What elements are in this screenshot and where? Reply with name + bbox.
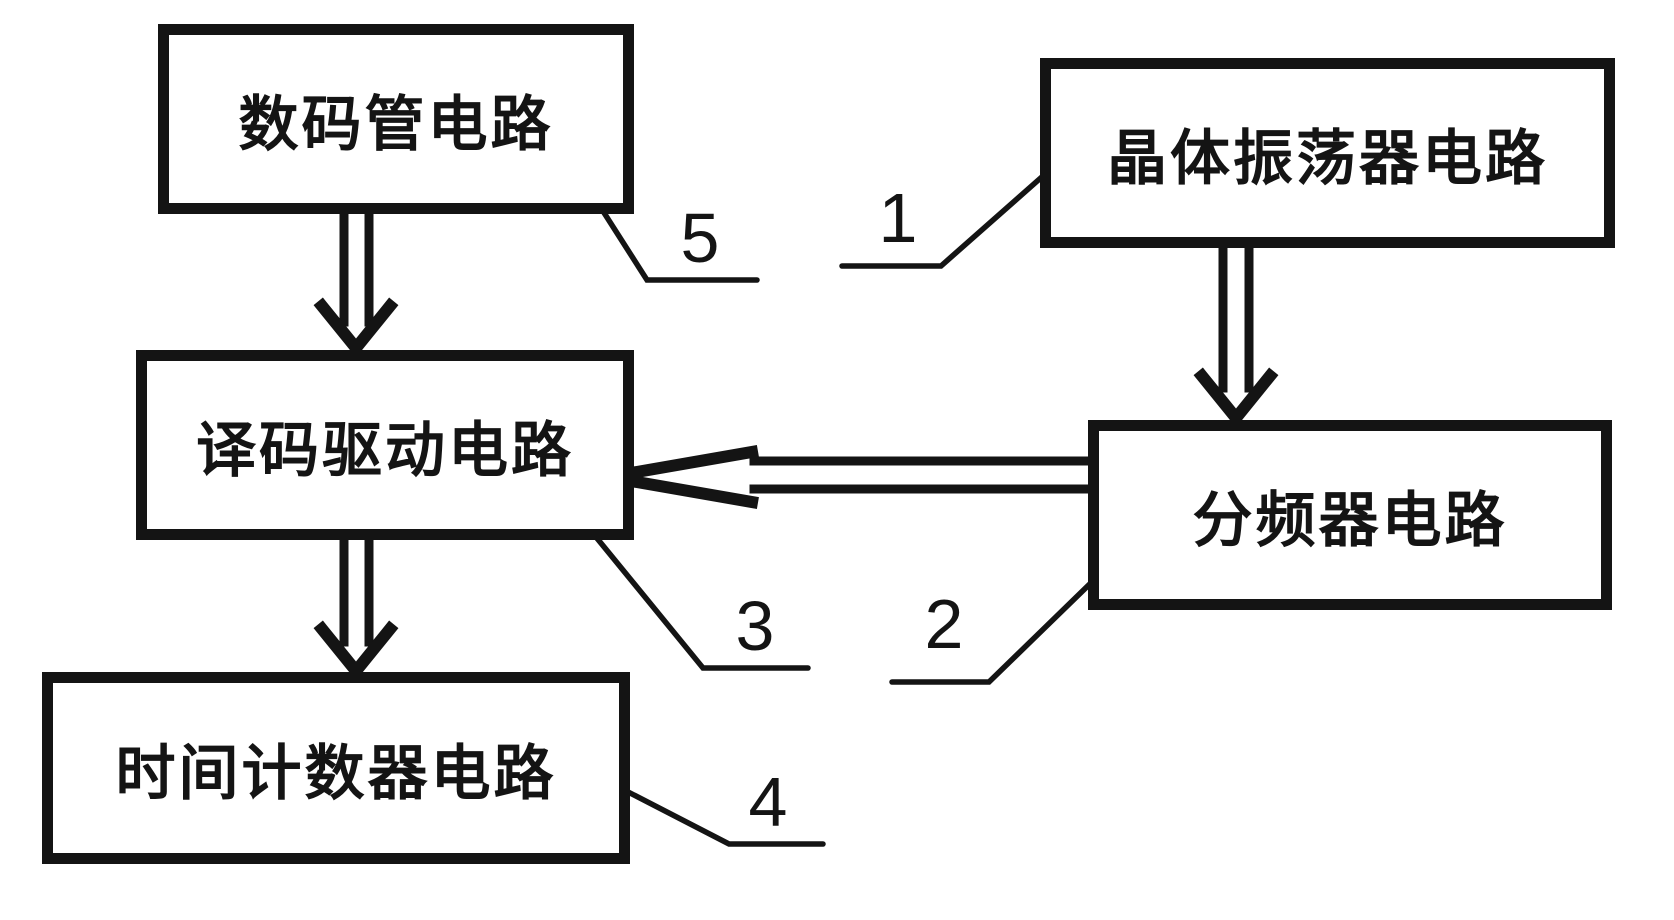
block-time-counter: 时间计数器电路	[42, 672, 630, 864]
arrowhead-down-icon	[313, 297, 399, 358]
leader-line-1	[839, 165, 1055, 269]
block-digital-tube: 数码管电路	[158, 24, 634, 214]
arrow-crystal-to-divider	[1193, 241, 1279, 428]
block-decoder-driver: 译码驱动电路	[136, 350, 634, 540]
callout-number-4: 4	[748, 763, 788, 841]
block-digital-tube-label: 数码管电路	[238, 89, 554, 160]
arrow-decoder-to-counter	[313, 533, 399, 681]
callout-number-3: 3	[735, 587, 775, 665]
block-frequency-divider: 分频器电路	[1088, 420, 1612, 610]
leader-line-3	[566, 501, 811, 671]
block-crystal-oscillator: 晶体振荡器电路	[1040, 58, 1615, 248]
block-frequency-divider-label: 分频器电路	[1192, 485, 1508, 556]
leader-line-2	[889, 573, 1101, 685]
leader-line-4	[598, 775, 826, 847]
callout-number-1: 1	[878, 179, 918, 257]
arrow-divider-to-decoder	[606, 445, 1100, 509]
block-decoder-driver-label: 译码驱动电路	[196, 415, 574, 486]
block-time-counter-label: 时间计数器电路	[115, 738, 557, 809]
arrowhead-down-icon	[313, 620, 399, 681]
arrow-digital-tube-to-decoder	[313, 207, 399, 358]
block-crystal-oscillator-label: 晶体振荡器电路	[1107, 123, 1548, 194]
arrowhead-down-icon	[1193, 367, 1279, 428]
callout-number-5: 5	[680, 199, 720, 277]
callout-number-2: 2	[924, 585, 964, 663]
